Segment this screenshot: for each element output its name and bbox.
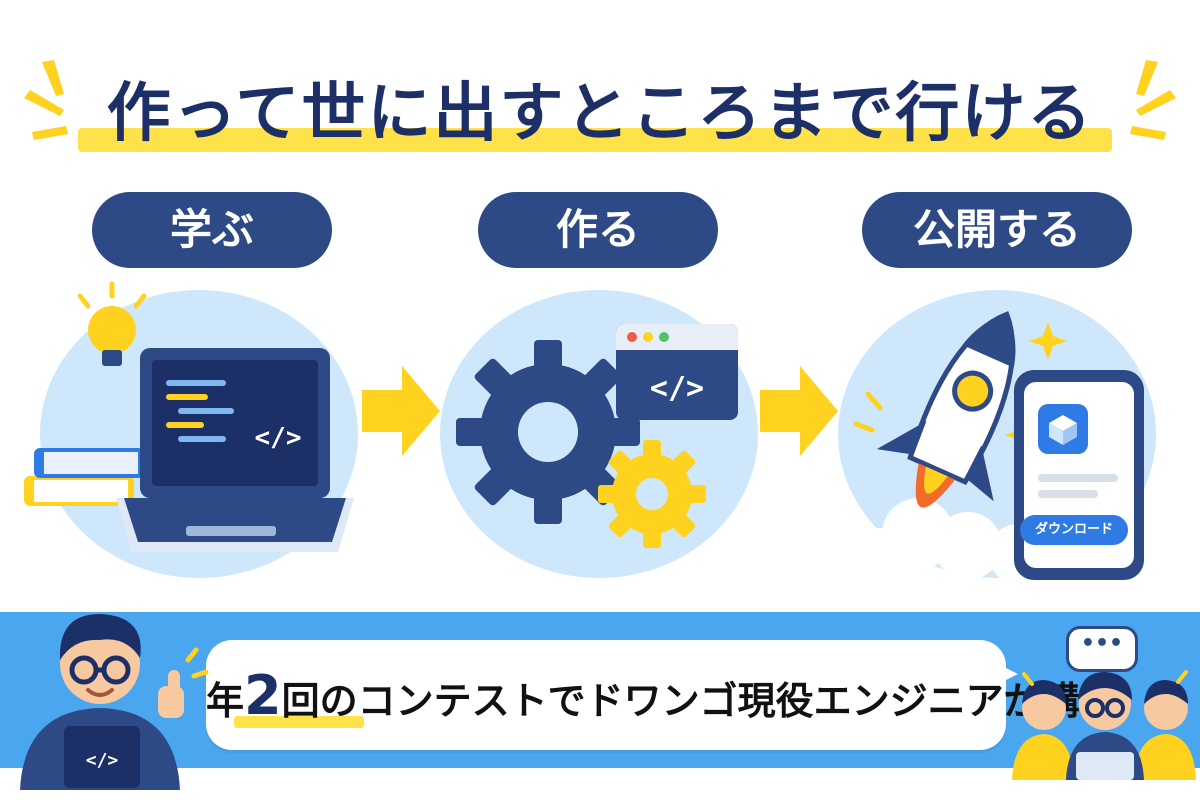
- step-learn-pill: 学ぶ: [92, 192, 332, 268]
- code-symbol-learn: </>: [255, 423, 302, 453]
- bottom-strip: [0, 768, 1200, 800]
- headline-highlight: [78, 128, 1112, 152]
- build-illustration: </>: [456, 324, 738, 548]
- books-icon: [24, 448, 144, 506]
- person-right: [1134, 680, 1196, 780]
- engineer-avatar: </>: [20, 614, 209, 790]
- small-gear-icon: [598, 440, 706, 548]
- arrow-right-icon: [362, 366, 440, 456]
- banner-text: 年2回のコンテストでドワンゴ現役エンジニアが講評: [206, 664, 1118, 727]
- lightbulb-icon: [77, 281, 147, 366]
- app-cube-icon: [1049, 415, 1077, 445]
- number-highlight: [234, 716, 364, 728]
- smartphone-icon: [1014, 370, 1144, 580]
- laptop-icon: [116, 348, 354, 552]
- page-title: 作って世に出すところまで行ける: [106, 77, 1094, 151]
- arrow-right-icon-2: [760, 366, 838, 456]
- engineers-group: [1012, 670, 1196, 780]
- publish-illustration: [852, 311, 1144, 584]
- person-left: [1012, 680, 1074, 780]
- rocket-icon: [876, 311, 1016, 508]
- burst-left-icon: [20, 52, 90, 152]
- burst-right-icon: [1110, 52, 1180, 152]
- speech-bubble-tail: [990, 660, 1018, 688]
- banner-message: 回のコンテストでドワンゴ現役エンジニアが講評: [281, 679, 1118, 723]
- chat-bubble-icon: •••: [1066, 626, 1138, 672]
- code-window-icon: [616, 324, 738, 420]
- banner-number: 2: [244, 664, 282, 727]
- step-publish-pill: 公開する: [862, 192, 1132, 268]
- learn-illustration: </>: [24, 281, 354, 552]
- code-symbol-hoodie: </>: [86, 750, 119, 771]
- headline-area: 作って世に出すところまで行ける: [0, 52, 1200, 162]
- download-button: ダウンロード: [1020, 515, 1128, 545]
- step-build-pill: 作る: [478, 192, 718, 268]
- code-symbol-build: </>: [650, 371, 704, 406]
- thumbs-up-icon: [158, 670, 184, 718]
- person-center: [1066, 672, 1144, 780]
- gear-icon: [456, 340, 640, 524]
- speech-bubble: [206, 640, 1006, 750]
- banner-prefix: 年: [206, 679, 245, 723]
